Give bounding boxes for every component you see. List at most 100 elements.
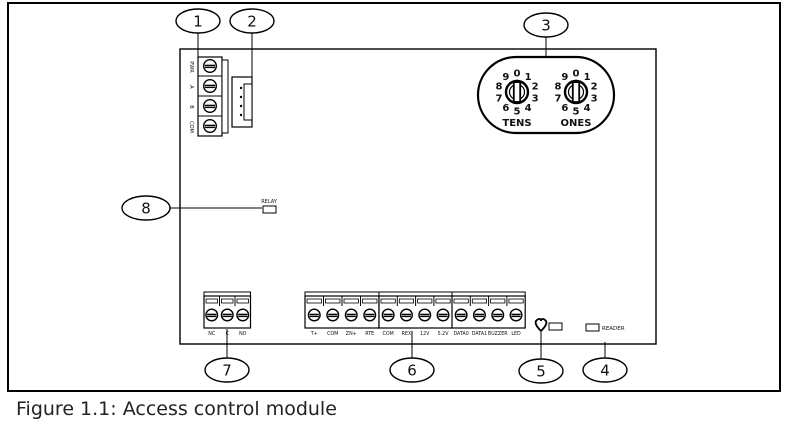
relay-terminal-top-rail	[203, 291, 251, 297]
leader-lines	[170, 31, 606, 360]
reader-led	[585, 323, 600, 332]
input-terminal-block	[304, 291, 380, 329]
rotary-digit: 0	[573, 69, 580, 80]
figure-frame	[7, 2, 781, 392]
rotary-digit: 2	[591, 82, 598, 93]
module-board	[179, 48, 657, 345]
callout-number: 5	[536, 363, 546, 381]
rotary-knob-slot	[571, 81, 581, 103]
power-terminal-screws	[202, 59, 217, 133]
rotary-pointer	[515, 79, 519, 83]
reader-power-terminal-label: COM	[383, 331, 394, 337]
power-terminal-label-pwr: PWR	[188, 61, 194, 73]
input-terminal-label: T+	[310, 331, 318, 337]
reader-power-terminal-block	[378, 291, 453, 329]
rotary-digit: 8	[495, 82, 502, 93]
callout-ellipse	[175, 8, 221, 34]
relay-led	[262, 205, 277, 214]
callout-number: 3	[541, 17, 551, 35]
callout-ellipse	[204, 357, 250, 383]
heart-icon	[534, 318, 548, 333]
callout-ellipse	[518, 358, 564, 384]
rotary-digit: 2	[532, 82, 539, 93]
reader-data-terminal-slot	[508, 298, 524, 304]
callout-number: 2	[247, 13, 257, 31]
reader-data-terminal-slot	[453, 298, 469, 304]
input-terminal-slot	[343, 298, 359, 304]
reader-data-terminal-slot	[490, 298, 506, 304]
rotary-digit: 9	[502, 72, 509, 83]
rotary-digit: 0	[514, 69, 521, 80]
reader-data-terminal-label: DATA1	[472, 331, 487, 337]
input-terminal-label: COM	[327, 331, 338, 337]
rotary-switch-label-tens: TENS	[502, 118, 531, 129]
reader-data-terminal-slot	[471, 298, 487, 304]
reader-data-terminal-label: LED	[511, 331, 521, 337]
input-terminal-slot	[362, 298, 378, 304]
reader-data-terminal-top-rail	[451, 291, 526, 297]
heartbeat-led	[548, 322, 563, 331]
relay-terminal-block	[203, 291, 252, 329]
callout-ellipse	[121, 195, 171, 221]
rotary-digit: 6	[502, 103, 509, 114]
reader-power-terminal-top-rail	[378, 291, 453, 297]
reader-power-terminal-slot	[417, 298, 433, 304]
reader-power-terminal-label: 12V	[420, 331, 430, 337]
power-terminal-label-a: A	[188, 85, 194, 89]
relay-terminal-slot	[221, 298, 234, 304]
rotary-digit: 3	[532, 93, 539, 104]
power-terminal-block: PWR A B COM	[188, 56, 229, 137]
rotary-digit: 5	[573, 107, 580, 118]
rotary-digit: 8	[554, 82, 561, 93]
rotary-digit: 5	[514, 107, 521, 118]
rotary-digit: 1	[584, 72, 591, 83]
rotary-digit: 3	[591, 93, 598, 104]
rotary-digit: 7	[554, 93, 561, 104]
rotary-digit: 4	[525, 103, 532, 114]
rotary-digit: 1	[525, 72, 532, 83]
callout-number: 6	[407, 362, 417, 380]
callout-number: 8	[141, 200, 151, 218]
reader-data-terminal-label: BUZZER	[488, 331, 508, 337]
callout-number: 1	[193, 13, 203, 31]
power-terminal-label-b: B	[188, 105, 194, 109]
rotary-digit: 6	[561, 103, 568, 114]
reader-power-terminal-slot	[398, 298, 414, 304]
input-terminal-slot	[306, 298, 322, 304]
reader-led-label: READER	[602, 326, 625, 332]
callout-ellipse	[523, 12, 569, 38]
reader-power-terminal-slot	[380, 298, 396, 304]
input-terminal-top-rail	[304, 291, 380, 297]
figure-caption: Figure 1.1: Access control module	[16, 398, 337, 420]
rotary-digit: 9	[561, 72, 568, 83]
input-terminal-label: ZN+	[346, 331, 357, 337]
relay-terminal-slot	[236, 298, 249, 304]
callout-number: 7	[222, 362, 232, 380]
relay-terminal-label: NO	[239, 331, 247, 337]
pin-connector	[231, 76, 253, 128]
input-terminal-slot	[325, 298, 341, 304]
callout-number: 4	[600, 362, 610, 380]
rotary-digit: 4	[584, 103, 591, 114]
callout-ellipse	[229, 8, 275, 34]
rotary-pointer	[574, 79, 578, 83]
relay-terminal-label: C	[226, 331, 230, 337]
relay-led-label: RELAY	[261, 199, 278, 205]
power-terminal-label-com: COM	[188, 121, 194, 133]
input-terminal-label: RTE	[365, 331, 374, 337]
callout-ellipse	[389, 357, 435, 383]
rotary-knob-slot	[512, 81, 522, 103]
reader-data-terminal-label: DATA0	[453, 331, 468, 337]
rotary-digit: 7	[495, 93, 502, 104]
callout-ellipse	[582, 357, 628, 383]
relay-terminal-label: NC	[208, 331, 216, 337]
reader-data-terminal-block	[451, 291, 526, 329]
reader-power-terminal-label: REX	[402, 331, 412, 337]
reader-power-terminal-label: 5.2V	[438, 331, 450, 337]
reader-power-terminal-slot	[435, 298, 451, 304]
